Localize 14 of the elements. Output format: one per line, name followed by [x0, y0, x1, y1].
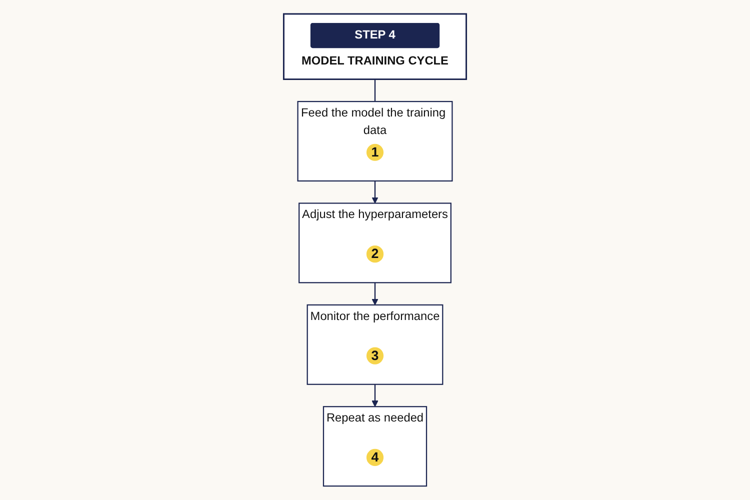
step-text: Repeat as needed — [326, 410, 424, 426]
step-number: 2 — [371, 245, 379, 264]
step-number: 4 — [371, 448, 379, 467]
step-text: Adjust the hyperparameters — [302, 207, 448, 224]
step-text: Feed the model the training data — [300, 106, 447, 140]
connector-line — [374, 79, 376, 102]
arrow — [372, 282, 378, 306]
step-heading-band: STEP 4 — [310, 22, 440, 48]
arrow — [372, 384, 378, 407]
step-number: 1 — [371, 144, 379, 162]
step-number: 3 — [371, 346, 379, 365]
step-text: Monitor the performance — [310, 309, 440, 325]
diagram-heading: MODEL TRAINING CYCLE — [302, 54, 448, 70]
arrow — [372, 180, 378, 204]
